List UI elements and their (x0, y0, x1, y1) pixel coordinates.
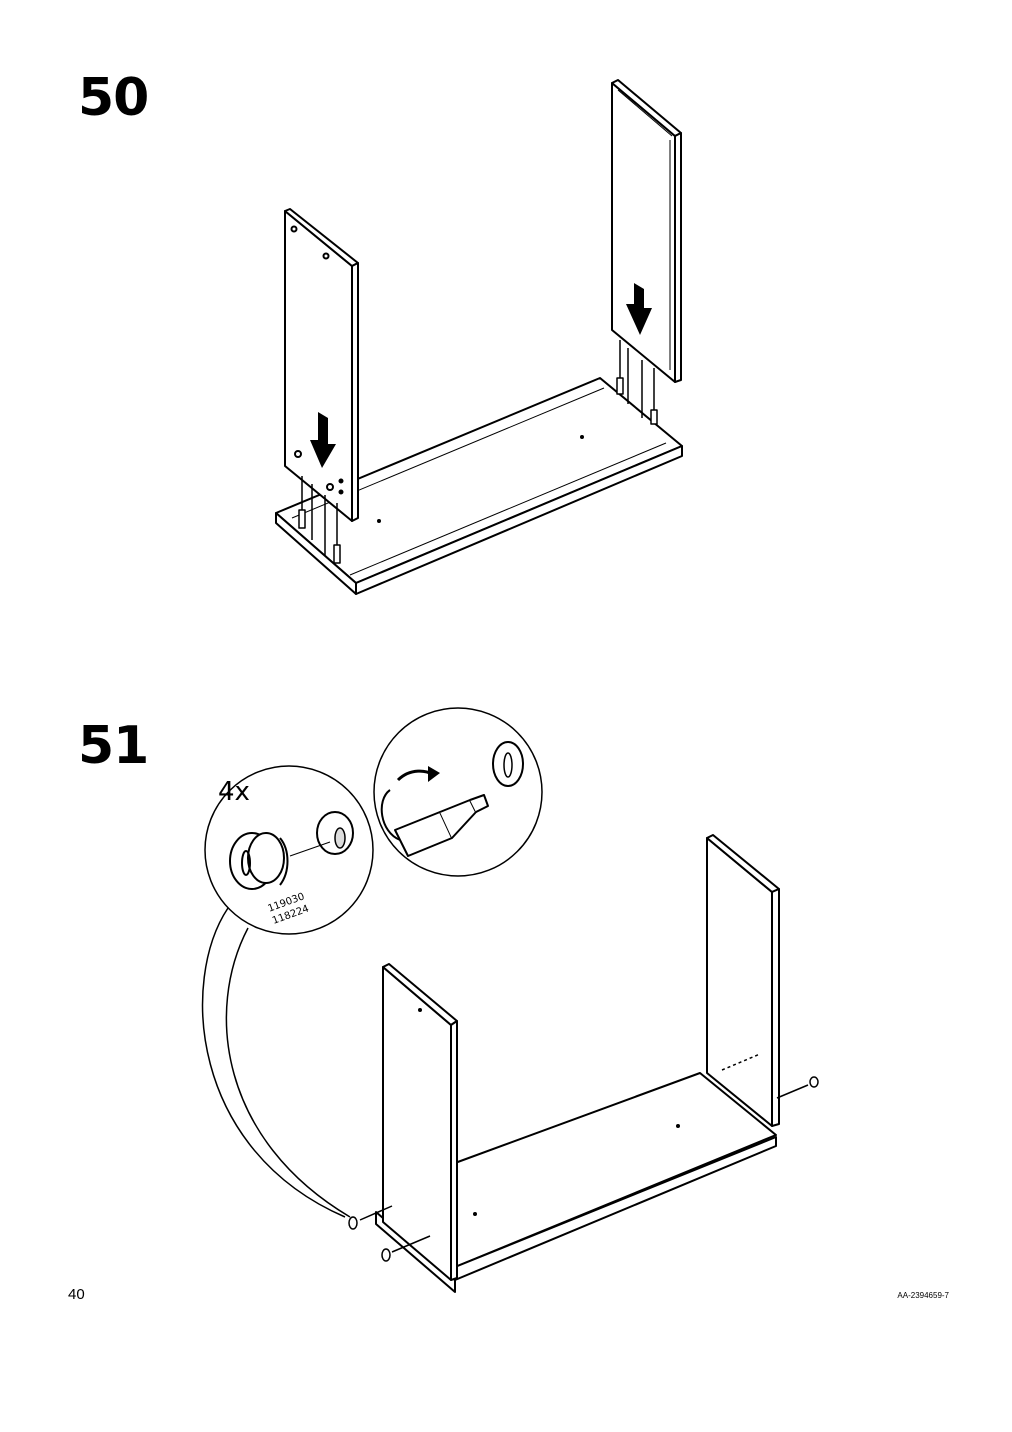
dowel-icon (298, 476, 341, 564)
cam-lock-icon (229, 811, 354, 890)
rotate-arrow-icon (396, 766, 440, 782)
down-arrow-icon (310, 412, 336, 468)
down-arrow-icon (626, 283, 652, 335)
quantity-label: 4x (218, 777, 250, 807)
dowel-icon (616, 340, 658, 425)
left-side-panel (284, 208, 359, 522)
document-code: AA-2394659-7 (897, 1291, 949, 1300)
step-number-50: 50 (78, 68, 149, 128)
step-number-51: 51 (78, 716, 149, 776)
cam-lock-detail-callout: 4x 119030 118224 (201, 765, 374, 1218)
cabinet-box (375, 834, 780, 1293)
page-number: 40 (68, 1286, 85, 1303)
screwdriver-detail-callout (373, 707, 543, 877)
screwdriver-icon (380, 789, 489, 857)
cam-lock-icon (348, 1053, 819, 1262)
step-50-illustration (275, 79, 683, 595)
base-panel (275, 377, 683, 595)
